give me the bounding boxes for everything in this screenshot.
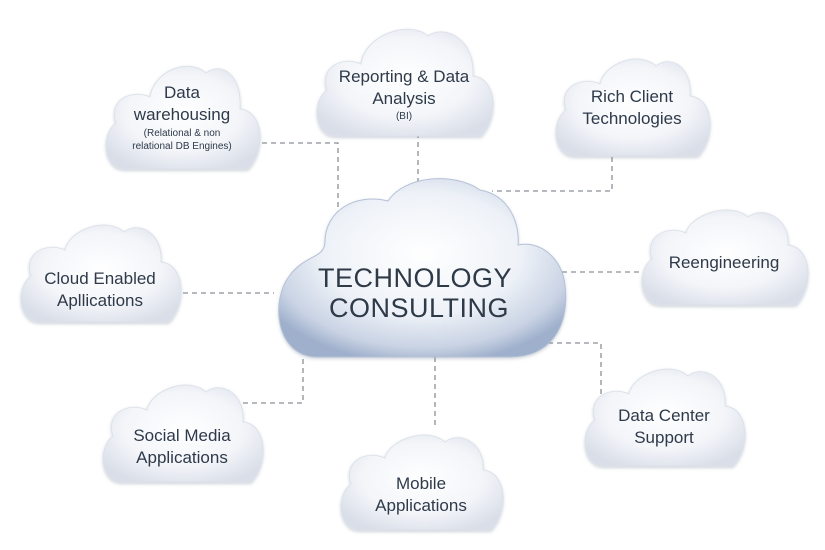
- label-data-center-line-2: Support: [634, 428, 694, 447]
- label-reporting-line-1: Reporting & Data: [339, 67, 470, 86]
- cloud-shape: [20, 224, 182, 323]
- cloud-shape: [316, 28, 494, 137]
- label-data-warehousing-line-1: Data: [164, 83, 200, 102]
- cloud-data-warehousing: Data warehousing (Relational & non relation…: [105, 65, 261, 170]
- cloud-shape: [340, 434, 504, 531]
- label-social-media-line-2: Applications: [136, 448, 228, 467]
- label-cloud-enabled-line-2: Apllications: [57, 291, 143, 310]
- satellite-clouds: Data warehousing (Relational & non relation…: [20, 28, 809, 531]
- label-mobile-line-2: Applications: [375, 496, 467, 515]
- sublabel-reporting-line-1: (BI): [396, 111, 412, 122]
- sublabel-data-warehousing-line-1: (Relational & non: [144, 128, 221, 139]
- label-social-media-line-1: Social Media: [133, 426, 231, 445]
- sublabel-data-warehousing-line-2: relational DB Engines): [132, 141, 232, 152]
- label-reporting-line-2: Analysis: [372, 89, 435, 108]
- cloud-shape: [555, 58, 711, 157]
- core-cloud: [278, 178, 567, 358]
- label-cloud-enabled-line-1: Cloud Enabled: [44, 269, 156, 288]
- label-data-warehousing-line-2: warehousing: [133, 105, 230, 124]
- center-title-line-2: CONSULTING: [329, 293, 509, 323]
- label-data-center-line-1: Data Center: [618, 406, 710, 425]
- connector-social-media: [242, 350, 304, 404]
- connector-data-center: [548, 342, 602, 405]
- center-title-line-1: TECHNOLOGY: [318, 263, 512, 293]
- cloud-shape: [102, 384, 264, 483]
- label-rich-client-line-1: Rich Client: [591, 87, 673, 106]
- cloud-shape: [105, 65, 261, 170]
- cloud-reengineering: Reengineering: [641, 209, 809, 306]
- cloud-shape: [584, 368, 746, 467]
- connectors: [183, 124, 641, 427]
- label-rich-client-line-2: Technologies: [582, 109, 681, 128]
- label-mobile-line-1: Mobile: [396, 474, 446, 493]
- cloud-shape: [641, 209, 809, 306]
- label-reengineering-line-1: Reengineering: [669, 253, 780, 272]
- connector-data-warehousing: [262, 142, 339, 213]
